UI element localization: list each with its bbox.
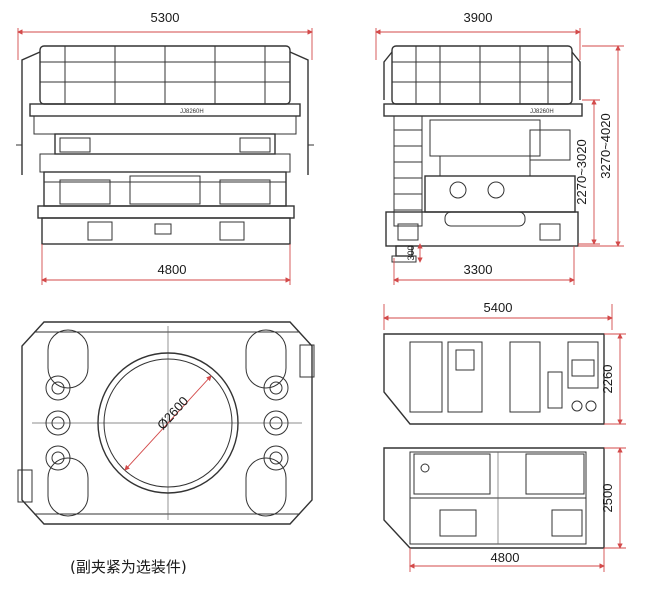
dim-side-height-inner: 2270~3020 — [574, 139, 589, 204]
side-deck — [383, 103, 583, 117]
clamp-pads-left — [45, 329, 89, 517]
dim-side-height-outer: 3270~4020 — [598, 113, 613, 178]
dimension-2260: 2260 — [600, 333, 626, 425]
dimension-5300: 5300 — [17, 10, 313, 60]
turntable-circle — [97, 352, 239, 494]
front-body — [33, 115, 297, 245]
cab-door-1 — [409, 341, 443, 413]
optional-clamp-note: (副夹紧为选装件) — [70, 558, 187, 576]
svg-text:JJ8260H: JJ8260H — [180, 109, 204, 115]
dim-front-width-top: 5300 — [151, 10, 180, 25]
cab-side-view: 5400 2260 — [383, 300, 626, 425]
dimension-4800-cab: 4800 — [409, 548, 605, 572]
dimension-4800-front: 4800 — [41, 244, 291, 285]
side-railing — [383, 45, 581, 105]
cab-top-view: 2500 4800 — [383, 447, 626, 572]
clamp-pads-right — [245, 329, 289, 517]
dimension-2500: 2500 — [600, 447, 626, 549]
dim-cab-top-width: 4800 — [491, 550, 520, 565]
dim-cab-width: 5400 — [484, 300, 513, 315]
svg-text:JJ8260H: JJ8260H — [530, 109, 554, 115]
plan-view: Ø2600 (副夹紧为选装件) — [17, 321, 315, 576]
side-view: 3900 JJ8260H — [375, 10, 624, 285]
front-view: 5300 JJ8260H — [16, 10, 314, 285]
dim-side-clearance: 300 — [406, 245, 416, 260]
front-deck — [29, 103, 301, 117]
dim-front-width-bottom: 4800 — [158, 262, 187, 277]
dimension-heights: 2270~3020 3270~4020 300 — [406, 45, 624, 263]
dim-plan-diameter: Ø2600 — [154, 393, 191, 432]
dim-cab-height: 2260 — [600, 365, 615, 394]
dim-side-width-top: 3900 — [464, 10, 493, 25]
dim-cab-depth: 2500 — [600, 484, 615, 513]
dimension-3300: 3300 — [393, 246, 575, 285]
control-panel — [567, 341, 599, 389]
dimension-5400: 5400 — [383, 300, 613, 330]
dim-side-width-bottom: 3300 — [464, 262, 493, 277]
dimension-3900: 3900 — [375, 10, 581, 60]
front-railing — [16, 45, 314, 175]
side-body — [385, 115, 579, 263]
